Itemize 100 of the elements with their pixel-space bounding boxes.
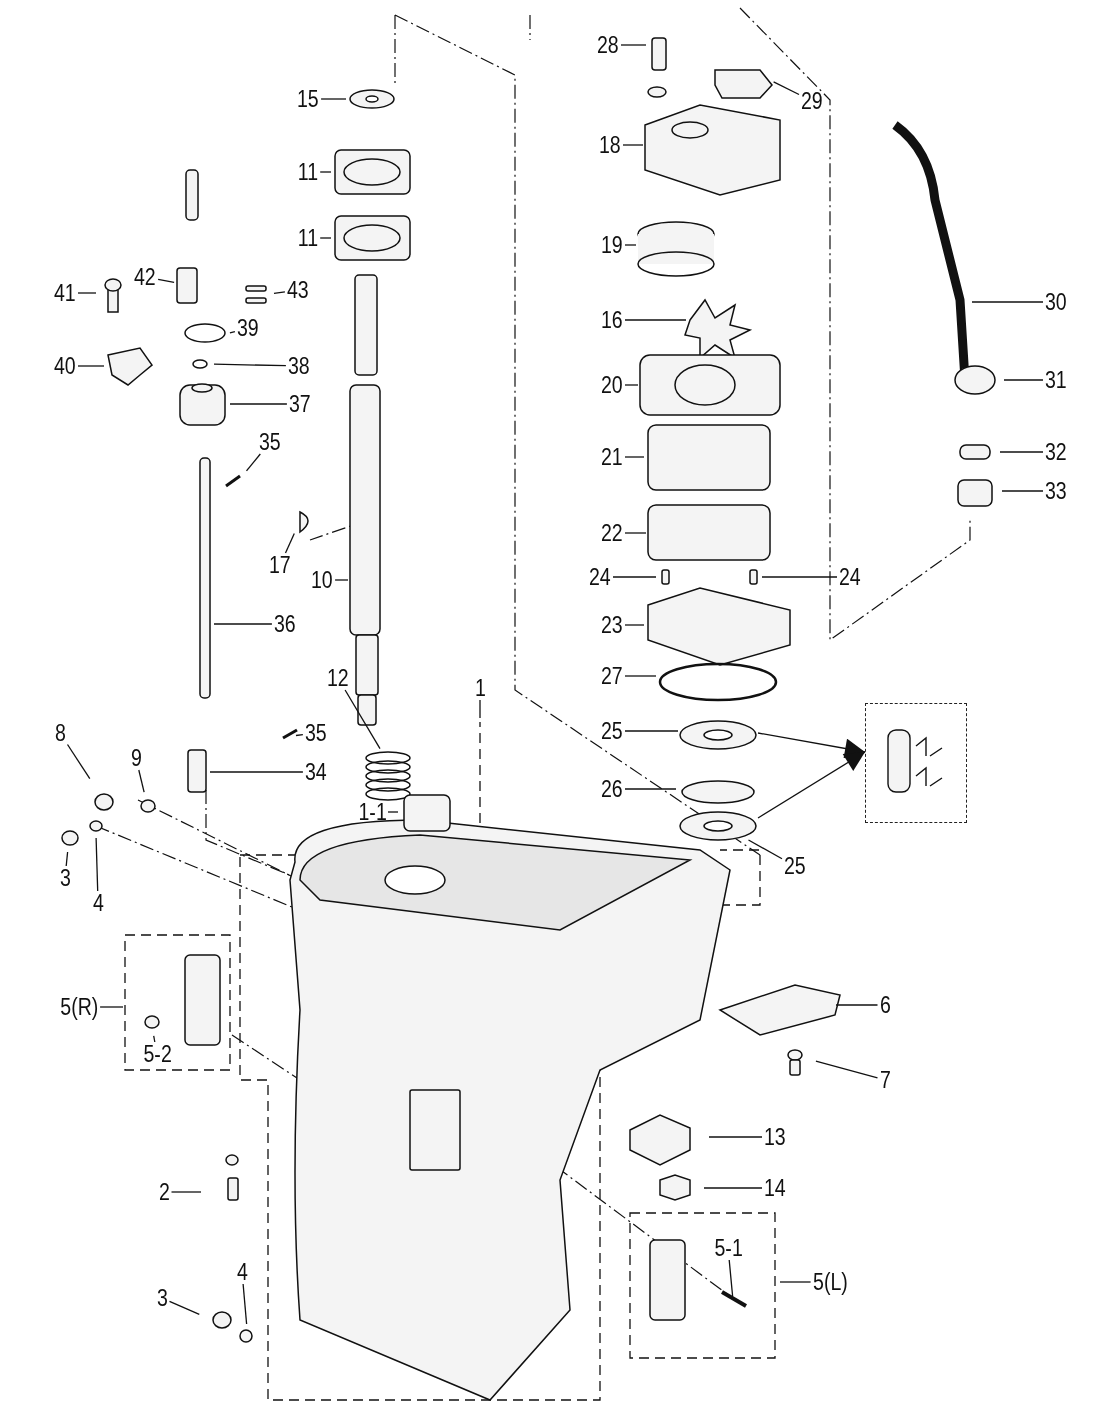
callout-number: 4 (236, 1259, 248, 1285)
leader-line (624, 532, 647, 534)
callout-number: 31 (1044, 367, 1067, 393)
callout-number: 30 (1044, 289, 1067, 315)
callout-number: 8 (54, 720, 66, 746)
leader-line (1001, 490, 1044, 492)
leader-line (65, 851, 69, 867)
callout-number: 25 (783, 853, 806, 879)
callout-number: 4 (92, 890, 104, 916)
callout-number: 27 (600, 663, 623, 689)
leader-line (320, 98, 347, 100)
leader-line (999, 451, 1044, 453)
callout-number: 13 (763, 1124, 786, 1150)
callout-number: 5-1 (714, 1235, 743, 1261)
leader-line (479, 699, 481, 719)
leader-line (245, 453, 261, 472)
leader-line (624, 456, 645, 458)
leader-line (242, 1283, 248, 1325)
callout-number: 17 (268, 552, 291, 578)
callout-number: 16 (600, 307, 623, 333)
callout-number: 35 (304, 720, 327, 746)
callout-number: 21 (600, 444, 623, 470)
leader-line (209, 771, 304, 773)
inset-detail-box (865, 703, 967, 823)
leader-line (334, 579, 349, 581)
leader-line (624, 319, 687, 321)
callout-number: 6 (879, 992, 891, 1018)
callout-number: 14 (763, 1175, 786, 1201)
callout-number: 41 (53, 280, 76, 306)
callout-number: 11 (297, 225, 319, 251)
leader-line (319, 237, 332, 239)
leader-line (747, 839, 783, 860)
leader-line (835, 1004, 879, 1006)
leader-line (66, 743, 91, 780)
callout-number: 3 (156, 1285, 168, 1311)
callout-number: 23 (600, 612, 623, 638)
arrow (757, 732, 866, 759)
leader-line (622, 144, 644, 146)
callout-number: 5(L) (812, 1269, 848, 1295)
leader-line (624, 675, 657, 677)
leader-line (815, 1060, 879, 1079)
callout-number: 1 (474, 675, 486, 701)
callout-number: 22 (600, 520, 623, 546)
callout-number: 40 (53, 353, 76, 379)
leader-line (624, 788, 677, 790)
callout-number: 43 (286, 277, 309, 303)
callout-number: 35 (258, 429, 281, 455)
leader-line (153, 1035, 156, 1043)
leader-line (157, 278, 175, 283)
callout-number: 15 (296, 86, 319, 112)
callout-number: 29 (800, 88, 823, 114)
leader-line (703, 1187, 763, 1189)
callout-number: 7 (879, 1067, 891, 1093)
callout-number: 32 (1044, 439, 1067, 465)
leader-line (99, 1006, 124, 1008)
leader-line (229, 330, 236, 334)
callout-number: 25 (600, 718, 623, 744)
leader-line (772, 81, 800, 96)
callout-number: 37 (288, 391, 311, 417)
leader-line (708, 1136, 763, 1138)
callout-number: 3 (59, 865, 71, 891)
callout-number: 5-2 (143, 1041, 172, 1067)
leader-line (624, 730, 679, 732)
arrow (757, 751, 866, 819)
callout-number: 24 (588, 564, 611, 590)
leader-line (971, 301, 1044, 303)
leader-line (319, 171, 332, 173)
callout-number: 26 (600, 776, 623, 802)
leader-line (344, 689, 381, 750)
leader-line (612, 576, 657, 578)
callout-number: 9 (130, 745, 142, 771)
callout-number: 20 (600, 372, 623, 398)
leader-line (620, 44, 647, 46)
callout-number: 24 (838, 564, 861, 590)
leader-line (168, 1300, 200, 1316)
leader-line (229, 403, 288, 405)
callout-number: 1-1 (358, 799, 387, 825)
callout-number: 28 (596, 32, 619, 58)
leader-line (213, 623, 273, 625)
callout-number: 18 (598, 132, 621, 158)
callout-number: 33 (1044, 478, 1067, 504)
leader-line (728, 1259, 734, 1297)
leader-line (295, 733, 304, 737)
callout-number: 11 (297, 159, 319, 185)
leader-line (77, 292, 97, 294)
leader-line (77, 365, 105, 367)
leader-line (761, 576, 838, 578)
callout-number: 10 (310, 567, 333, 593)
callout-number: 5(R) (59, 994, 98, 1020)
leader-line (624, 384, 639, 386)
leader-line (624, 244, 637, 246)
callout-number: 42 (133, 264, 156, 290)
leader-line (624, 624, 645, 626)
leader-line (138, 769, 145, 793)
callout-number: 38 (287, 353, 310, 379)
leader-line (273, 291, 286, 295)
callout-number: 12 (326, 665, 349, 691)
callout-number: 2 (158, 1179, 170, 1205)
callout-number: 34 (304, 759, 327, 785)
leader-line (1003, 379, 1044, 381)
